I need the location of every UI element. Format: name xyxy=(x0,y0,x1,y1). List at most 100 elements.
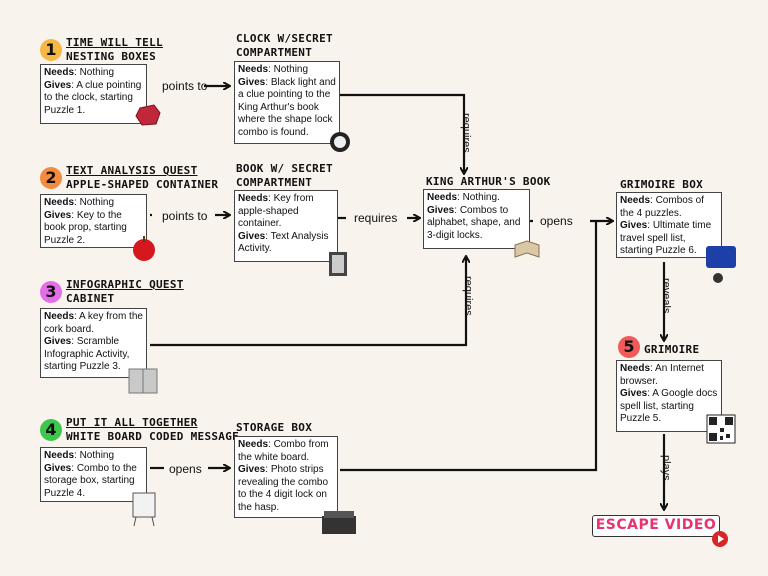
puzzle-2-gives: Key to the book prop, starting Puzzle 2. xyxy=(44,209,127,246)
puzzle-3-title-line2: CABINET xyxy=(66,292,115,305)
label-requires-1: requires xyxy=(460,113,472,153)
puzzle-3-needs: A key from the cork board. xyxy=(44,311,143,335)
clock-gives: Black light and a clue pointing to the K… xyxy=(238,76,336,138)
storage-title: STORAGE BOX xyxy=(236,421,312,435)
puzzle-5-badge: 5 xyxy=(618,336,640,358)
line-cabinet-to-king xyxy=(150,257,466,347)
locked-box-icon xyxy=(706,246,736,283)
puzzle-3-badge: 3 xyxy=(40,281,62,303)
open-book-icon xyxy=(514,240,540,258)
gives-label: Gives xyxy=(44,209,72,221)
puzzle-2-badge: 2 xyxy=(40,167,62,189)
book-title-line1: BOOK W/ SECRET xyxy=(236,162,333,175)
puzzle-4-badge: 4 xyxy=(40,419,62,441)
needs-label: Needs xyxy=(44,311,75,322)
puzzle-4-gives: Combo to the storage box, starting Puzzl… xyxy=(44,462,137,499)
grimoire-box-title-line1: GRIMOIRE BOX xyxy=(620,178,704,191)
puzzle-4-title: PUT IT ALL TOGETHER WHITE BOARD CODED ME… xyxy=(66,416,239,444)
storage-box: Needs: Combo from the white board. Gives… xyxy=(234,436,338,518)
book-title: BOOK W/ SECRET COMPARTMENT xyxy=(236,162,333,190)
needs-label: Needs xyxy=(620,195,651,206)
grimoire-box-box: Needs: Combos of the 4 puzzles. Gives: U… xyxy=(616,192,722,258)
puzzle-2-title: TEXT ANALYSIS QUEST APPLE-SHAPED CONTAIN… xyxy=(66,164,218,192)
needs-label: Needs xyxy=(44,67,75,78)
label-points-to-2: points to xyxy=(162,209,208,223)
puzzle-3-gives: Scramble Infographic Activity, starting … xyxy=(44,336,130,372)
needs-label: Needs xyxy=(238,64,269,75)
gives-label: Gives xyxy=(620,220,648,231)
puzzle-2-needs: Nothing xyxy=(79,197,115,208)
clock-needs: Nothing xyxy=(273,64,309,75)
king-needs: Nothing. xyxy=(462,192,500,203)
label-requires-3: requires xyxy=(462,276,474,316)
puzzle-1-badge: 1 xyxy=(40,39,62,61)
king-title: KING ARTHUR'S BOOK xyxy=(426,175,551,189)
storage-gives: Photo strips revealing the combo to the … xyxy=(238,464,329,513)
puzzle-1-title: TIME WILL TELL NESTING BOXES xyxy=(66,36,163,64)
clock-title-line2: COMPARTMENT xyxy=(236,46,313,59)
book-icon xyxy=(329,252,347,276)
puzzle-3-title-line1: INFOGRAPHIC QUEST xyxy=(66,278,184,291)
cabinet-icon xyxy=(128,368,158,394)
book-title-line2: COMPARTMENT xyxy=(236,176,313,189)
needs-label: Needs xyxy=(427,192,458,203)
grimoire-box-needs: Combos of the 4 puzzles. xyxy=(620,195,704,219)
grimoire-gives: A Google docs spell list, starting Puzzl… xyxy=(620,388,718,424)
needs-label: Needs xyxy=(238,193,269,204)
needs-label: Needs xyxy=(238,439,269,450)
escape-video-button[interactable]: ESCAPE VIDEO xyxy=(592,515,720,537)
grimoire-box-gives: Ultimate time travel spell list, startin… xyxy=(620,220,712,256)
label-opens-2: opens xyxy=(169,462,202,476)
grimoire-box: Needs: An Internet browser. Gives: A Goo… xyxy=(616,360,722,432)
label-plays: plays xyxy=(660,455,672,481)
puzzle-3-box: Needs: A key from the cork board. Gives:… xyxy=(40,308,147,378)
label-reveals: reveals xyxy=(660,278,672,314)
qr-code-icon xyxy=(706,414,736,444)
king-gives: Combos to alphabet, shape, and 3-digit l… xyxy=(427,204,521,241)
label-points-to-1: points to xyxy=(162,79,208,93)
king-title-line1: KING ARTHUR'S BOOK xyxy=(426,175,551,188)
label-opens-1: opens xyxy=(540,214,573,228)
puzzle-4-needs: Nothing xyxy=(79,450,115,461)
storage-needs: Combo from the white board. xyxy=(238,439,329,463)
puzzle-4-box: Needs: Nothing Gives: Combo to the stora… xyxy=(40,447,147,502)
gives-label: Gives xyxy=(238,230,266,242)
gives-label: Gives xyxy=(238,464,266,475)
puzzle-1-needs: Nothing xyxy=(79,67,115,78)
gives-label: Gives xyxy=(44,79,72,91)
book-gives: Text Analysis Activity. xyxy=(238,230,329,255)
gives-label: Gives xyxy=(620,388,648,399)
clock-title: CLOCK W/SECRET COMPARTMENT xyxy=(236,32,333,60)
needs-label: Needs xyxy=(44,450,75,461)
puzzle-4-title-line1: PUT IT ALL TOGETHER xyxy=(66,416,198,429)
puzzle-2-box: Needs: Nothing Gives: Key to the book pr… xyxy=(40,194,147,248)
grimoire-box-title: GRIMOIRE BOX xyxy=(620,178,703,192)
puzzle-1-box: Needs: Nothing Gives: A clue pointing to… xyxy=(40,64,147,124)
book-box: Needs: Key from apple-shaped container. … xyxy=(234,190,338,262)
puzzle-1-gives: A clue pointing to the clock, starting P… xyxy=(44,79,142,116)
gives-label: Gives xyxy=(238,76,266,88)
line-clock-to-king xyxy=(340,93,464,173)
storage-box-icon xyxy=(322,511,356,534)
grimoire-title-line1: GRIMOIRE xyxy=(644,343,700,356)
grimoire-title: GRIMOIRE xyxy=(644,343,699,357)
puzzle-2-title-line2: APPLE-SHAPED CONTAINER xyxy=(66,178,219,191)
puzzle-3-title: INFOGRAPHIC QUEST CABINET xyxy=(66,278,184,306)
book-needs: Key from apple-shaped container. xyxy=(238,193,314,229)
gives-label: Gives xyxy=(427,204,455,216)
nesting-box-icon xyxy=(135,104,161,126)
needs-label: Needs xyxy=(44,197,75,208)
clock-title-line1: CLOCK W/SECRET xyxy=(236,32,333,45)
clock-icon xyxy=(330,132,350,152)
clock-box: Needs: Nothing Gives: Black light and a … xyxy=(234,61,340,144)
needs-label: Needs xyxy=(620,363,651,374)
storage-title-line1: STORAGE BOX xyxy=(236,421,313,434)
puzzle-1-title-line1: TIME WILL TELL xyxy=(66,36,163,49)
gives-label: Gives xyxy=(44,336,72,347)
apple-icon xyxy=(133,236,155,261)
label-requires-2: requires xyxy=(354,211,398,225)
whiteboard-icon xyxy=(132,492,156,527)
grimoire-needs: An Internet browser. xyxy=(620,363,704,387)
play-icon[interactable] xyxy=(712,531,728,547)
